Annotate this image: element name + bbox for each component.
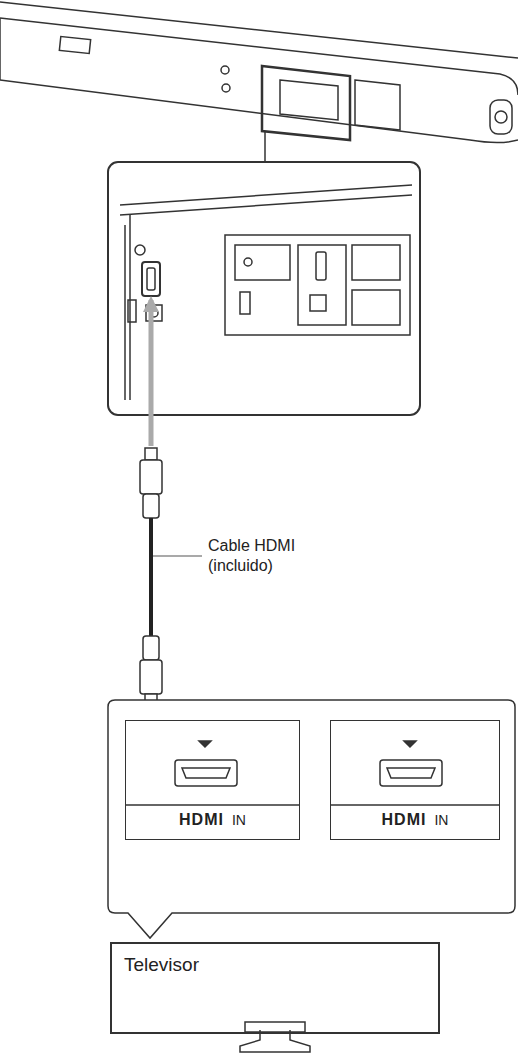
cable-label: Cable HDMI (incluido) [208,536,318,576]
hdmi-logo: HDMI [179,810,224,829]
port-label: IN [434,812,448,829]
port-label: IN [232,812,246,829]
hdmi-input-port: HDMI IN [125,720,300,840]
device-name: Televisor [124,954,199,977]
tv-screen: Televisor [110,942,440,1034]
tv-panel [108,700,515,1052]
soundbar [0,2,518,162]
hdmi-input-port: HDMI IN [330,720,500,840]
inset-detail [108,162,420,415]
hdmi-logo: HDMI [382,810,427,829]
leader-line [153,555,202,556]
hdmi-cable [140,296,202,740]
